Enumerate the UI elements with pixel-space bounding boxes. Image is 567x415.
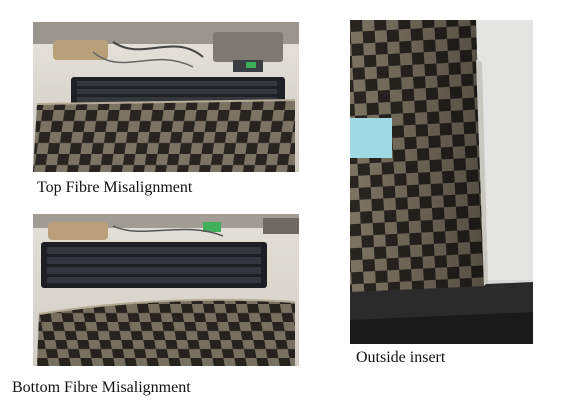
caption-outside-insert: Outside insert (356, 349, 446, 366)
caption-bottom-fibre-misalignment: Bottom Fibre Misalignment (12, 379, 191, 396)
carbon-fibre-closeup-photo-icon (350, 20, 533, 344)
carbon-fibre-sample-photo-icon (33, 22, 299, 172)
bottom-fibre-misalignment-photo (33, 214, 299, 366)
carbon-fibre-sample-photo-icon (33, 214, 299, 366)
caption-top-fibre-misalignment: Top Fibre Misalignment (37, 179, 193, 196)
outside-insert-photo (350, 20, 533, 344)
top-fibre-misalignment-photo (33, 22, 299, 172)
